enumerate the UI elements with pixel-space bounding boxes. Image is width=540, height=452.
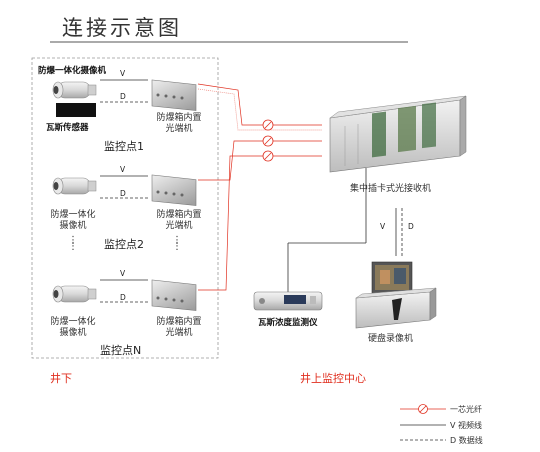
- legend-video-label: V 视频线: [450, 421, 483, 430]
- underground-boundary: [31, 57, 219, 359]
- camera-2-label: 防爆一体化 摄像机: [44, 210, 102, 232]
- dvr-label: 硬盘录像机: [368, 334, 414, 344]
- legend-data-label: D 数据线: [450, 436, 483, 445]
- optical-box-2-label-line1: 防爆箱内置: [156, 210, 202, 220]
- gas-sensor-label: 瓦斯传感器: [46, 123, 89, 133]
- fiber-symbol-1: [262, 119, 274, 131]
- camera-2-label-line1: 防爆一体化: [50, 210, 96, 220]
- optical-box-n: [151, 279, 197, 311]
- legend-fiber-label: 一芯光纤: [450, 405, 482, 414]
- v-label-2: V: [120, 165, 126, 174]
- optical-box-1-label: 防爆箱内置 光端机: [152, 113, 206, 135]
- control-center-label: 井上监控中心: [300, 372, 366, 385]
- fiber-line-2: [198, 140, 322, 181]
- gas-sensor-device: [56, 103, 96, 117]
- gas-monitor-label: 瓦斯浓度监测仪: [258, 318, 318, 328]
- v-label-n: V: [120, 269, 126, 278]
- optical-box-n-label-line2: 光端机: [165, 328, 193, 338]
- v-label-1: V: [120, 69, 126, 78]
- dvr-unit: [355, 287, 437, 329]
- camera-2: [52, 177, 97, 195]
- d-label-1: D: [120, 92, 126, 101]
- camera-1: [52, 81, 97, 99]
- camera-n-label-line2: 摄像机: [59, 328, 87, 338]
- page-title: 连接示意图: [62, 16, 182, 40]
- d-label-n: D: [120, 293, 126, 302]
- fiber-line-1: [197, 83, 322, 126]
- receiver-label: 集中插卡式光接收机: [350, 184, 432, 194]
- optical-box-2: [151, 174, 197, 206]
- optical-box-2-label-line2: 光端机: [165, 221, 193, 231]
- camera-1-label: 防爆一体化摄像机: [38, 66, 107, 76]
- camera-n: [52, 285, 97, 303]
- point-2-label: 监控点2: [104, 238, 144, 251]
- point-1-label: 监控点1: [104, 140, 144, 153]
- d-label-2: D: [120, 189, 126, 198]
- optical-receiver-rack: [329, 95, 467, 173]
- receiver-v-label: V: [380, 222, 386, 231]
- camera-2-label-line2: 摄像机: [59, 221, 87, 231]
- optical-box-n-label: 防爆箱内置 光端机: [152, 317, 206, 339]
- optical-box-2-label: 防爆箱内置 光端机: [152, 210, 206, 232]
- camera-n-label-line1: 防爆一体化: [50, 317, 96, 327]
- optical-box-1: [151, 69, 201, 111]
- dvr-monitor: [371, 261, 413, 295]
- receiver-d-label: D: [408, 222, 414, 231]
- optical-box-n-label-line1: 防爆箱内置: [156, 317, 202, 327]
- ellipsis-cameras: ⋮⋮: [68, 235, 78, 252]
- ellipsis-boxes: ⋮⋮: [172, 235, 182, 252]
- fiber-line-n: [198, 155, 322, 291]
- underground-label: 井下: [50, 372, 72, 385]
- camera-n-label: 防爆一体化 摄像机: [44, 317, 102, 339]
- fiber-symbol-2: [262, 135, 274, 147]
- optical-box-1-label-line2: 光端机: [165, 124, 193, 134]
- gas-monitor-device: [253, 291, 323, 311]
- point-n-label: 监控点N: [100, 344, 142, 357]
- optical-box-1-label-line1: 防爆箱内置: [156, 113, 202, 123]
- fiber-symbol-3: [262, 150, 274, 162]
- legend-fiber-symbol: [400, 404, 446, 414]
